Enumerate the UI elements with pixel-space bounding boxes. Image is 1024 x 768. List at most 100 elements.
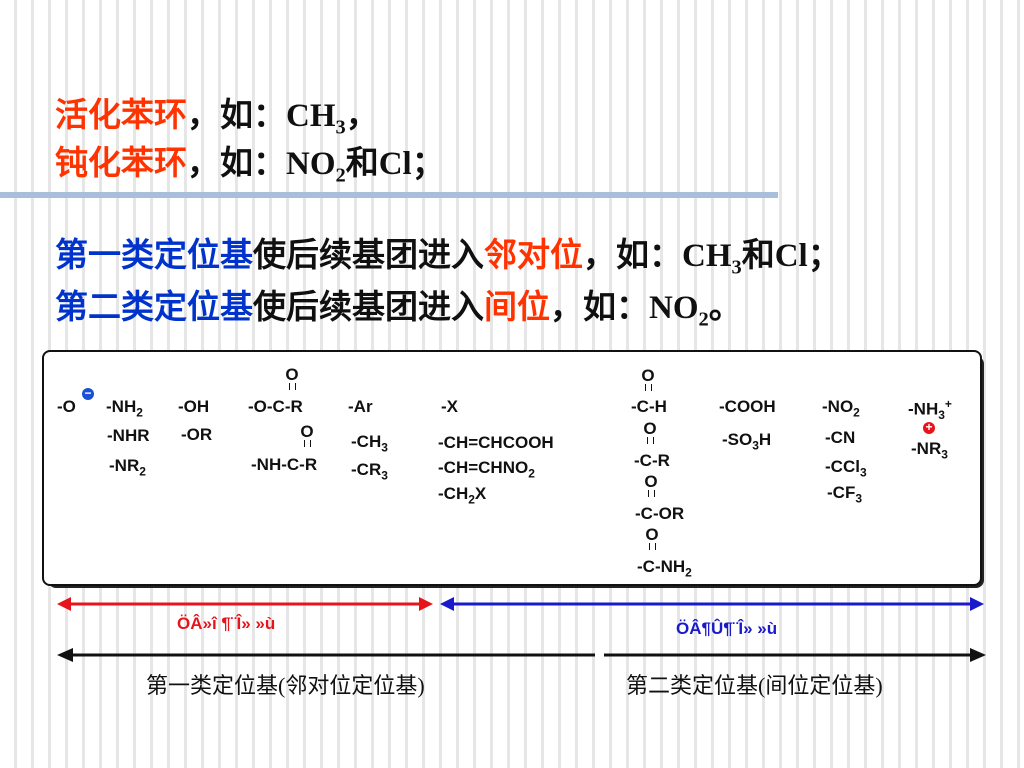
second-class-range-arrow (604, 648, 986, 662)
carbonyl-o-amide: O (300, 422, 314, 447)
group-no2: -NO2 (822, 397, 860, 419)
heading-second-class: 第二类定位基使后续基团进入间位，如：NO2。 (55, 280, 742, 332)
group-cooh: -COOH (719, 397, 776, 416)
double-bond-icon (644, 384, 652, 391)
group-ocr: -O-C-R (248, 397, 303, 416)
activating-term: 活化苯环 (55, 98, 187, 134)
carbonyl-o-letter: O (641, 366, 655, 385)
second-class-desc: 使后续基团进入 (253, 290, 484, 326)
group-c-nh2: -C-NH2 (637, 557, 692, 579)
group-ch-chno2: -CH=CHNO2 (438, 458, 535, 480)
carbonyl-o-letter: O (644, 472, 658, 491)
ch2x-sub: 2 (468, 492, 475, 507)
carbonyl-o-ketone: O (643, 419, 657, 444)
second-class-term: 第二类定位基 (55, 290, 253, 326)
first-class-range-arrow (57, 648, 595, 662)
nh2-text: -NH (106, 397, 137, 416)
carbonyl-o-ester2: O (644, 472, 658, 497)
deactivating-label: ÖÂ¶Û¶¨Î» »ù (676, 619, 778, 638)
cr3-text: -CR (351, 460, 382, 479)
group-c-r: -C-R (634, 451, 670, 470)
activating-range-arrow (57, 597, 433, 611)
group-or: -OR (181, 425, 213, 444)
heading-deactivating: 钝化苯环，如：NO2和Cl； (55, 136, 445, 188)
heading-activating: 活化苯环，如：CH3， (55, 88, 379, 140)
double-bond-icon (646, 437, 654, 444)
ch3-sub: 3 (381, 440, 388, 455)
activating-example: ，如：CH (187, 98, 336, 134)
double-bond-icon (648, 543, 656, 550)
activating-subscript: 3 (335, 116, 346, 139)
no2-sub: 2 (853, 405, 860, 420)
deactivating-range-arrow (440, 597, 984, 611)
group-ch3: -CH3 (351, 432, 388, 454)
carbonyl-o-aldehyde: O (641, 366, 655, 391)
groups-box (42, 350, 982, 586)
activating-label: ÖÂ»î ¶¨Î» »ù (177, 614, 276, 633)
group-nhcr: -NH-C-R (251, 455, 318, 474)
group-o-minus: -O (57, 397, 76, 416)
no2-text: -NO (822, 397, 854, 416)
carbonyl-o-letter: O (643, 419, 657, 438)
group-cr3: -CR3 (351, 460, 388, 482)
ch2x-tail: X (474, 484, 487, 503)
group-nhr: -NHR (107, 426, 150, 445)
deactivating-term: 钝化苯环 (55, 146, 187, 182)
carbonyl-o-letter: O (645, 525, 659, 544)
first-class-example: ，如：CH (583, 238, 732, 274)
chchno2-sub: 2 (528, 466, 535, 481)
nh3-text: -NH (908, 399, 939, 419)
group-ccl3: -CCl3 (825, 457, 867, 479)
group-nr3: -NR3 (911, 439, 948, 461)
second-class-caption: 第二类定位基(间位定位基) (626, 673, 883, 698)
group-x: -X (441, 397, 458, 416)
cnh2-text: -C-NH (637, 557, 686, 576)
nr2-sub: 2 (139, 464, 146, 479)
second-class-subscript: 2 (698, 308, 709, 331)
first-class-subscript: 3 (731, 256, 742, 279)
nh3-charge: + (944, 397, 952, 411)
first-class-position: 邻对位 (484, 238, 583, 274)
heading-first-class: 第一类定位基使后续基团进入邻对位，如：CH3和Cl； (55, 228, 841, 280)
cr3-sub: 3 (381, 468, 388, 483)
deactivating-subscript: 2 (335, 164, 346, 187)
second-class-tail: 。 (708, 290, 742, 326)
nr3-sub: 3 (941, 447, 948, 462)
nr3-text: -NR (911, 439, 942, 458)
cf3-text: -CF (827, 483, 856, 502)
group-nr2: -NR2 (109, 456, 146, 478)
group-nh2: -NH2 (106, 397, 143, 419)
chchno2-text: -CH=CHNO (438, 458, 529, 477)
group-cn: -CN (825, 428, 856, 447)
carbonyl-o-ester: O (285, 365, 299, 390)
first-class-tail: 和Cl； (741, 238, 841, 274)
group-c-h: -C-H (631, 397, 667, 416)
group-nh3-plus: -NH3+ (908, 397, 952, 422)
so3h-sub: 3 (752, 438, 759, 453)
activating-tail: ， (345, 98, 379, 134)
ccl3-sub: 3 (859, 465, 867, 480)
first-class-caption: 第一类定位基(邻对位定位基) (146, 673, 425, 698)
group-ar: -Ar (348, 397, 373, 416)
carbonyl-o-amide2: O (645, 525, 659, 550)
divider-bar (0, 192, 778, 198)
negative-charge-icon: − (82, 387, 94, 400)
deactivating-example: ，如：NO (187, 146, 336, 182)
deactivating-tail: 和Cl； (345, 146, 445, 182)
second-class-example: ，如：NO (550, 290, 699, 326)
carbonyl-o-letter: O (300, 422, 314, 441)
double-bond-icon (647, 490, 655, 497)
first-class-desc: 使后续基团进入 (253, 238, 484, 274)
group-c-or: -C-OR (635, 504, 685, 523)
first-class-term: 第一类定位基 (55, 238, 253, 274)
group-oh: -OH (178, 397, 210, 416)
group-ch2x: -CH2X (438, 484, 486, 506)
second-class-position: 间位 (484, 290, 550, 326)
positive-charge-icon: + (923, 421, 935, 434)
ch2x-text: -CH (438, 484, 469, 503)
cf3-sub: 3 (855, 491, 863, 506)
so3h-text: -SO (722, 430, 753, 449)
ccl3-text: -CCl (825, 457, 860, 476)
double-bond-icon (288, 383, 296, 390)
carbonyl-o-letter: O (285, 365, 299, 384)
